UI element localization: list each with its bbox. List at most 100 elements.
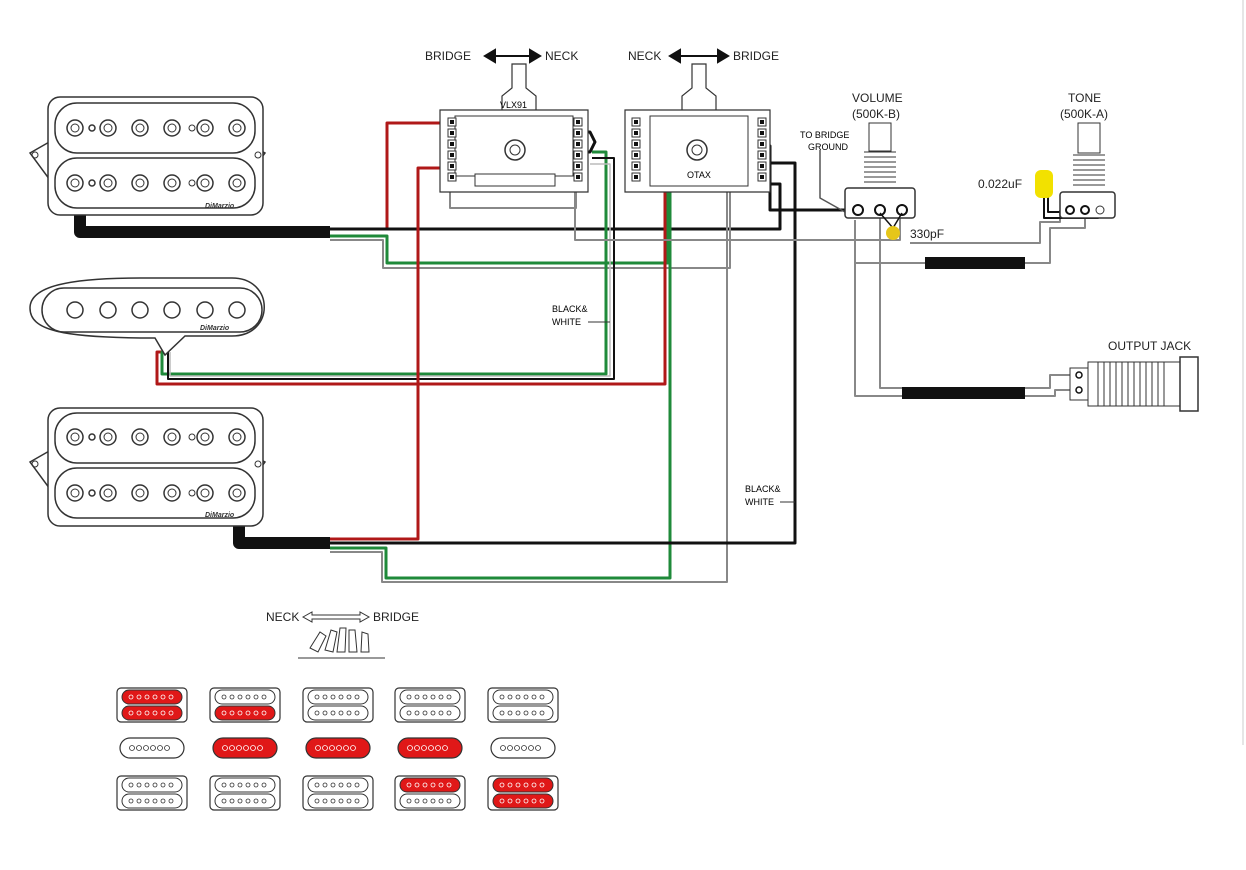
bridge-ground-line2: GROUND xyxy=(808,142,848,152)
neck-humbucker: DiMarzio xyxy=(28,96,267,216)
pole-piece xyxy=(99,428,117,446)
pole-piece xyxy=(131,484,149,502)
chart-single-coil xyxy=(305,737,371,759)
selector-legend: NECK BRIDGE xyxy=(266,610,419,659)
tone-cap-label: 0.022uF xyxy=(978,177,1022,191)
switch-otax: NECK BRIDGE OTAX xyxy=(624,48,779,193)
wire-note-bridge: BLACK& WHITE xyxy=(745,484,795,507)
middle-red-wire xyxy=(155,190,667,386)
pole-piece xyxy=(131,428,149,446)
pole-piece xyxy=(88,433,96,441)
switch1-lugs-right xyxy=(573,117,583,182)
chart-humbucker xyxy=(209,775,281,811)
tone-cap xyxy=(1035,170,1053,198)
output-jack: OUTPUT JACK xyxy=(1069,339,1199,412)
middle-single-coil: DiMarzio xyxy=(29,277,265,357)
wire-note-2-line1: BLACK& xyxy=(745,484,781,494)
double-arrow-outline-icon xyxy=(301,611,371,623)
pole-piece xyxy=(131,174,149,192)
legend-left-label: NECK xyxy=(266,610,299,624)
chart-humbucker xyxy=(116,775,188,811)
switch-vlx91: BRIDGE NECK VLX91 xyxy=(425,48,589,193)
switch2-left-label: NECK xyxy=(628,49,661,63)
pickup-logo: DiMarzio xyxy=(205,512,235,519)
switch-to-volume-white xyxy=(574,182,901,241)
chart-single-coil xyxy=(212,737,278,759)
tone-pot: TONE (500K-A) 0.022uF xyxy=(978,91,1116,219)
middle-black-wire xyxy=(167,157,615,380)
switch1-lugs-left xyxy=(447,117,457,182)
bridge-red-wire xyxy=(330,166,450,541)
chart-humbucker xyxy=(116,687,188,723)
chart-humbucker xyxy=(394,687,466,723)
wire-note-1-line2: WHITE xyxy=(552,317,581,327)
pole-piece xyxy=(88,124,96,132)
volume-value: (500K-B) xyxy=(852,107,900,121)
chart-single-coil xyxy=(397,737,463,759)
switch2-lugs-left xyxy=(631,117,641,182)
wire-note-middle: BLACK& WHITE xyxy=(552,304,610,327)
bridge-bare-wire xyxy=(330,186,728,583)
pole-piece xyxy=(163,484,181,502)
chart-humbucker xyxy=(487,775,559,811)
pole-piece xyxy=(196,428,214,446)
neck-red-wire xyxy=(330,121,450,231)
switch2-model: OTAX xyxy=(687,170,711,180)
chart-humbucker xyxy=(209,687,281,723)
middle-white-wire xyxy=(169,163,611,377)
treble-bleed-label: 330pF xyxy=(910,227,944,241)
pole-piece xyxy=(66,174,84,192)
chart-single-coil xyxy=(490,737,556,759)
pole-piece xyxy=(163,174,181,192)
single-poles xyxy=(66,301,246,319)
position-chart xyxy=(116,687,559,811)
volume-shaft-threads xyxy=(864,151,896,183)
chart-humbucker xyxy=(487,687,559,723)
pole-piece xyxy=(99,174,117,192)
pole-piece xyxy=(163,119,181,137)
pole-piece xyxy=(196,174,214,192)
neck-green-wire xyxy=(330,185,670,265)
bridge-cable xyxy=(233,526,330,549)
chart-humbucker xyxy=(302,775,374,811)
volume-lugs xyxy=(852,204,908,216)
selector-lever-fan xyxy=(309,627,370,653)
pole-piece xyxy=(228,119,246,137)
pole-piece xyxy=(99,484,117,502)
pole-piece xyxy=(88,489,96,497)
pole-pieces xyxy=(66,428,246,446)
switch1-left-label: BRIDGE xyxy=(425,49,471,63)
wire-note-2-line2: WHITE xyxy=(745,497,774,507)
bridge-ground-wire xyxy=(819,150,846,213)
chart-humbucker xyxy=(394,775,466,811)
pole-piece xyxy=(196,484,214,502)
pole-piece xyxy=(228,484,246,502)
pickup-logo: DiMarzio xyxy=(200,325,230,332)
pole-piece xyxy=(99,119,117,137)
chart-single-coil xyxy=(119,737,185,759)
pole-pieces xyxy=(66,119,246,137)
bridge-humbucker: DiMarzio xyxy=(28,407,267,527)
wire-note-1-line1: BLACK& xyxy=(552,304,588,314)
volume-to-jack-ground xyxy=(854,230,1080,397)
treble-bleed-cap xyxy=(886,226,900,240)
pole-piece xyxy=(228,174,246,192)
bridge-ground-line1: TO BRIDGE xyxy=(800,130,849,140)
tone-value: (500K-A) xyxy=(1060,107,1108,121)
switch1-model: VLX91 xyxy=(500,100,527,110)
chart-humbucker xyxy=(302,687,374,723)
pole-piece xyxy=(66,119,84,137)
tone-title: TONE xyxy=(1068,91,1101,105)
pole-piece xyxy=(66,428,84,446)
pickup-logo: DiMarzio xyxy=(205,203,235,210)
pole-pieces xyxy=(66,174,246,192)
pole-piece xyxy=(131,119,149,137)
pole-piece xyxy=(228,428,246,446)
double-arrow-icon xyxy=(668,48,730,64)
volume-pot: VOLUME (500K-B) 330pF TO BRIDGE GROUND xyxy=(800,91,944,241)
bridge-green-wire xyxy=(330,186,672,580)
switch2-lugs-right xyxy=(757,117,767,182)
switch1-right-label: NECK xyxy=(545,49,578,63)
pole-piece xyxy=(196,119,214,137)
